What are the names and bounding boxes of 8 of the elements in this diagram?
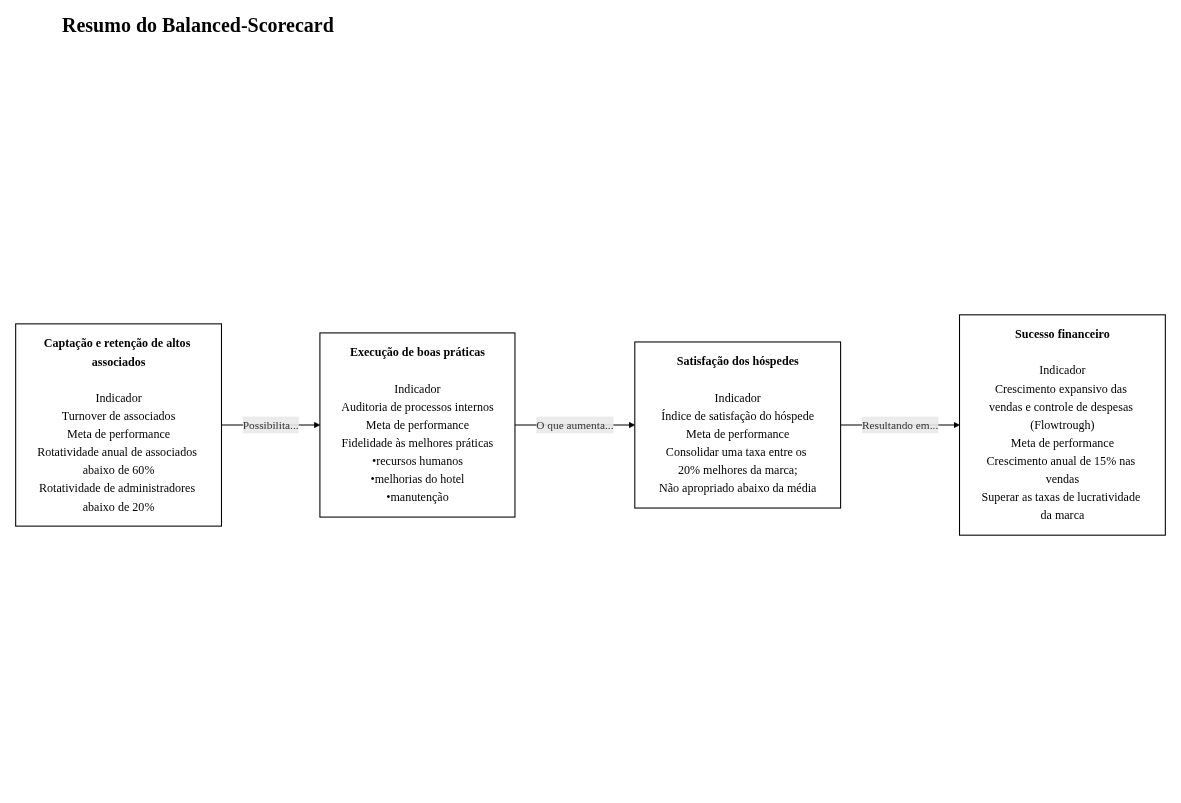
node-box: Sucesso financeiro Indicador Crescimento expansivo das vendas e controle de despesas (Flowtrough) Meta de performance Crescimento anual de 15% nas vendas Superar as taxas de lucratividade da marca — [959, 314, 1166, 536]
edge-label: Resultando em... — [861, 418, 939, 431]
node-box: Execução de boas práticas Indicador Auditoria de processos internos Meta de performance Fidelidade às melhores práticas •recursos humanos •melhorias do hotel •manutenção — [319, 332, 516, 518]
node-box: Captação e retenção de altos associados Indicador Turnover de associados Meta de performance Rotatividade anual de associados abaixo de 60% Rotatividade de administradores abaixo de 20% — [15, 323, 222, 527]
node-box: Satisfação dos hóspedes Indicador Índice de satisfação do hóspede Meta de performance Consolidar uma taxa entre os 20% melhores da marca; Não apropriado abaixo da média — [634, 341, 842, 509]
edge-label: Possibilita... — [242, 418, 299, 431]
edge-label: O que aumenta... — [536, 418, 614, 431]
diagram-title: Resumo do Balanced-Scorecard — [62, 14, 334, 37]
